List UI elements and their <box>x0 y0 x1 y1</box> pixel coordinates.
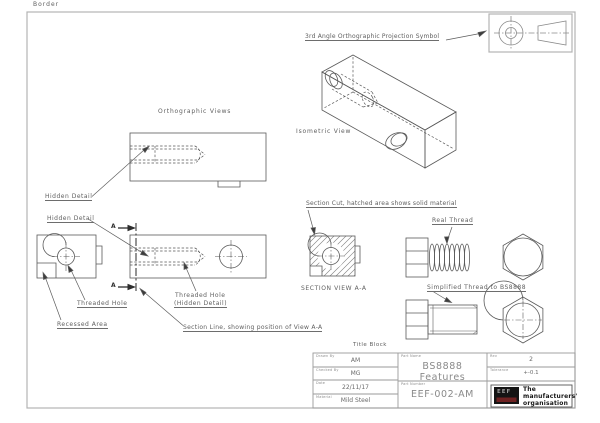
section-view-tab <box>355 245 361 264</box>
front-view-hole-centerlines <box>215 240 247 273</box>
tolerance-label: Tolerance <box>490 368 509 372</box>
eef-logo <box>490 384 573 408</box>
leader-lines <box>42 30 488 326</box>
top-orthographic-view <box>129 132 267 188</box>
projection-symbol <box>494 16 570 50</box>
tolerance-value: +-0.1 <box>523 370 539 376</box>
logo-caption-line1: The <box>523 386 537 393</box>
eef-logo-red-bar <box>496 397 517 402</box>
section-arrow-top <box>127 224 136 232</box>
part-name-value: BS8888 Features <box>419 361 466 383</box>
isometric-threaded-hole <box>324 70 379 108</box>
projection-symbol-frustum <box>537 20 567 46</box>
section-marker-a-top: A <box>111 223 117 230</box>
front-view-hidden-hole <box>130 247 206 266</box>
simplified-thread-bolt-end <box>483 280 544 344</box>
threaded-hole-label: Threaded Hole <box>77 300 128 308</box>
checked-by-value: MG <box>350 370 361 377</box>
hex-head-outline <box>502 233 544 281</box>
checked-by-label: Checked By <box>316 368 339 372</box>
side-orthographic-view <box>36 233 103 279</box>
isometric-view-drawing <box>321 54 457 169</box>
part-number-value: EEF-002-AM <box>411 389 474 400</box>
section-view-aa-drawing <box>307 232 361 277</box>
section-view-recess <box>310 265 323 276</box>
hidden-detail-label-top: Hidden Detail <box>45 193 93 201</box>
revision-label: Rev <box>490 354 498 358</box>
orthographic-views-label: Orthographic Views <box>158 108 232 115</box>
isometric-hidden-edges <box>323 57 455 150</box>
recessed-area-label: Recessed Area <box>57 321 108 329</box>
real-thread-label: Real Thread <box>432 217 474 225</box>
logo-caption-line3: organisation <box>523 400 569 407</box>
side-view-recess <box>37 262 57 278</box>
revision-value: 2 <box>529 356 533 363</box>
isometric-view-label: Isometric View <box>296 128 352 135</box>
simplified-thread-bolt-side <box>405 299 478 340</box>
sheet-border <box>26 11 576 409</box>
threaded-hole-hidden-label-line2: (Hidden Detail) <box>174 300 228 308</box>
isometric-front-hole <box>385 132 408 150</box>
section-line-aa <box>118 223 137 291</box>
threaded-hole-hidden-label-line1: Threaded Hole <box>175 292 226 299</box>
part-name-label: Part Name <box>401 354 422 358</box>
real-thread-bolt-end <box>502 233 544 281</box>
date-label: Date <box>316 381 326 385</box>
top-view-tab <box>217 181 241 188</box>
section-cut-label: Section Cut, hatched area shows solid ma… <box>306 200 457 208</box>
border-label: Border <box>33 1 60 8</box>
section-line-label: Section Line, showing position of View A… <box>183 324 323 332</box>
hidden-detail-label-front: Hidden Detail <box>47 215 95 223</box>
top-view-hidden-hole <box>130 145 206 164</box>
front-orthographic-view <box>129 234 267 279</box>
drawn-by-value: AM <box>350 357 361 364</box>
drawn-by-label: Drawn By <box>316 354 335 358</box>
date-value: 22/11/17 <box>342 384 369 391</box>
material-value: Mild Steel <box>340 397 371 404</box>
material-label: Material <box>316 395 332 399</box>
section-arrow-bottom <box>127 283 136 291</box>
logo-caption-line2: manufacturers' <box>523 393 578 400</box>
side-view-tab <box>96 245 103 265</box>
real-thread-coils <box>428 243 470 272</box>
simplified-shank <box>427 304 478 335</box>
section-marker-a-bottom: A <box>111 282 117 289</box>
title-block-heading: Title Block <box>353 342 387 348</box>
eef-logo-text: EEF <box>497 389 512 395</box>
section-view-label: SECTION VIEW A-A <box>301 285 367 292</box>
real-thread-bolt-side <box>405 237 470 278</box>
bolt-head <box>405 299 429 340</box>
hex-head-outline <box>502 296 544 344</box>
projection-symbol-box <box>488 13 573 53</box>
part-number-label: Part Number <box>401 382 426 386</box>
title-block-grid <box>312 352 576 409</box>
simplified-thread-label: Simplified Thread to BS8888 <box>427 284 527 292</box>
projection-symbol-label: 3rd Angle Orthographic Projection Symbol <box>305 33 440 41</box>
bolt-head <box>405 237 429 278</box>
